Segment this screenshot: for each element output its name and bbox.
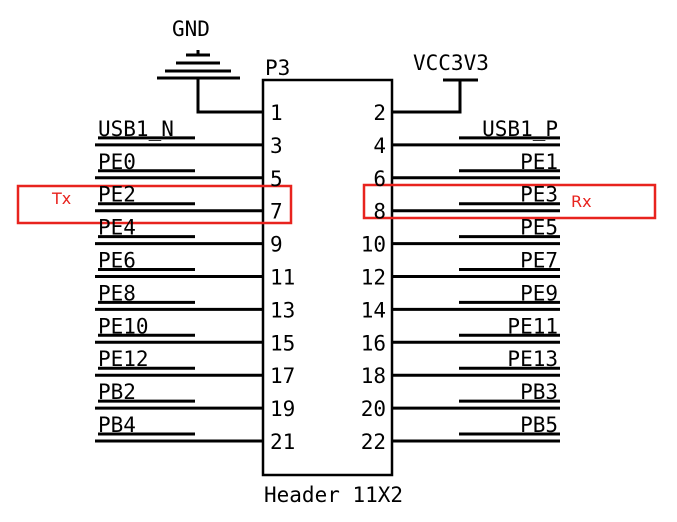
- right-pin-column: 2USB1_P4PE16PE38PE510PE712PE914PE1116PE1…: [361, 101, 560, 454]
- left-pin-row: PE2 7: [95, 183, 283, 224]
- left-net-label: PB4: [98, 413, 136, 437]
- left-pin-row: PB2 19: [95, 380, 295, 421]
- tx-highlight-box: [16, 184, 293, 225]
- right-pin-row: PE13 18: [361, 347, 560, 388]
- left-pin-number: 13: [270, 298, 295, 322]
- right-net-label: PE5: [520, 216, 558, 240]
- right-pin-number: 22: [361, 430, 386, 454]
- right-pin-number: 8: [373, 200, 386, 224]
- right-pin-number: 18: [361, 364, 386, 388]
- designator-label: P3: [265, 56, 290, 80]
- left-pin-row: PE4 9: [95, 216, 283, 257]
- right-pin-row: PE1 6: [373, 150, 560, 191]
- left-net-label: PB2: [98, 380, 136, 404]
- left-pin-number: 21: [270, 430, 295, 454]
- left-pin-row: PE12 17: [95, 347, 295, 388]
- left-pin-number: 9: [270, 233, 283, 257]
- right-pin-row: USB1_P 4: [373, 117, 560, 158]
- left-net-label: PE4: [98, 216, 136, 240]
- right-net-label: PE9: [520, 281, 558, 305]
- right-net-label: PE11: [507, 314, 558, 338]
- right-pin-number: 2: [373, 101, 386, 125]
- left-pin-number: 17: [270, 364, 295, 388]
- right-net-label: PB3: [520, 380, 558, 404]
- right-net-label: PE1: [520, 150, 558, 174]
- right-pin-row: 2: [373, 101, 386, 125]
- left-pin-row: PE8 13: [95, 281, 295, 322]
- left-net-label: PE10: [98, 314, 149, 338]
- right-net-label: PE3: [520, 183, 558, 207]
- left-net-label: PE0: [98, 150, 136, 174]
- right-pin-row: PB3 20: [361, 380, 560, 421]
- left-pin-row: USB1_N 3: [95, 117, 283, 158]
- left-pin-row: 1: [270, 101, 283, 125]
- left-pin-row: PB4 21: [95, 413, 295, 454]
- left-pin-number: 7: [270, 200, 283, 224]
- right-pin-row: PE5 10: [361, 216, 560, 257]
- tx-annotation: Tx: [51, 189, 71, 208]
- right-pin-row: PB5 22: [361, 413, 560, 454]
- right-pin-row: PE11 16: [361, 314, 560, 355]
- left-pin-column: 1USB1_N3PE05PE27PE49PE611PE813PE1015PE12…: [95, 101, 295, 454]
- left-pin-number: 19: [270, 397, 295, 421]
- right-pin-number: 20: [361, 397, 386, 421]
- right-pin-number: 12: [361, 266, 386, 290]
- right-pin-number: 10: [361, 233, 386, 257]
- right-pin-number: 6: [373, 167, 386, 191]
- left-net-label: PE2: [98, 183, 136, 207]
- left-pin-number: 15: [270, 331, 295, 355]
- left-pin-row: PE10 15: [95, 314, 295, 355]
- vcc-label: VCC3V3: [413, 51, 489, 75]
- right-pin-row: PE7 12: [361, 249, 560, 290]
- left-net-label: PE6: [98, 249, 136, 273]
- right-net-label: PB5: [520, 413, 558, 437]
- left-pin-number: 11: [270, 266, 295, 290]
- left-pin-row: PE6 11: [95, 249, 295, 290]
- rx-highlight-box: [362, 183, 657, 220]
- left-net-label: USB1_N: [98, 117, 174, 141]
- left-pin-row: PE0 5: [95, 150, 283, 191]
- left-net-label: PE8: [98, 281, 136, 305]
- right-net-label: USB1_P: [482, 117, 558, 141]
- right-pin-row: PE3 8: [373, 183, 560, 224]
- right-pin-number: 4: [373, 134, 386, 158]
- rx-annotation: Rx: [571, 192, 592, 211]
- component-value-label: Header 11X2: [264, 483, 403, 507]
- gnd-label: GND: [172, 17, 210, 41]
- left-net-label: PE12: [98, 347, 149, 371]
- right-pin-number: 14: [361, 298, 386, 322]
- gnd-symbol: [157, 50, 262, 114]
- right-net-label: PE13: [507, 347, 558, 371]
- right-pin-number: 16: [361, 331, 386, 355]
- right-net-label: PE7: [520, 249, 558, 273]
- left-pin-number: 1: [270, 101, 283, 125]
- left-pin-number: 3: [270, 134, 283, 158]
- vcc-symbol: [392, 78, 478, 114]
- left-pin-number: 5: [270, 167, 283, 191]
- right-pin-row: PE9 14: [361, 281, 560, 322]
